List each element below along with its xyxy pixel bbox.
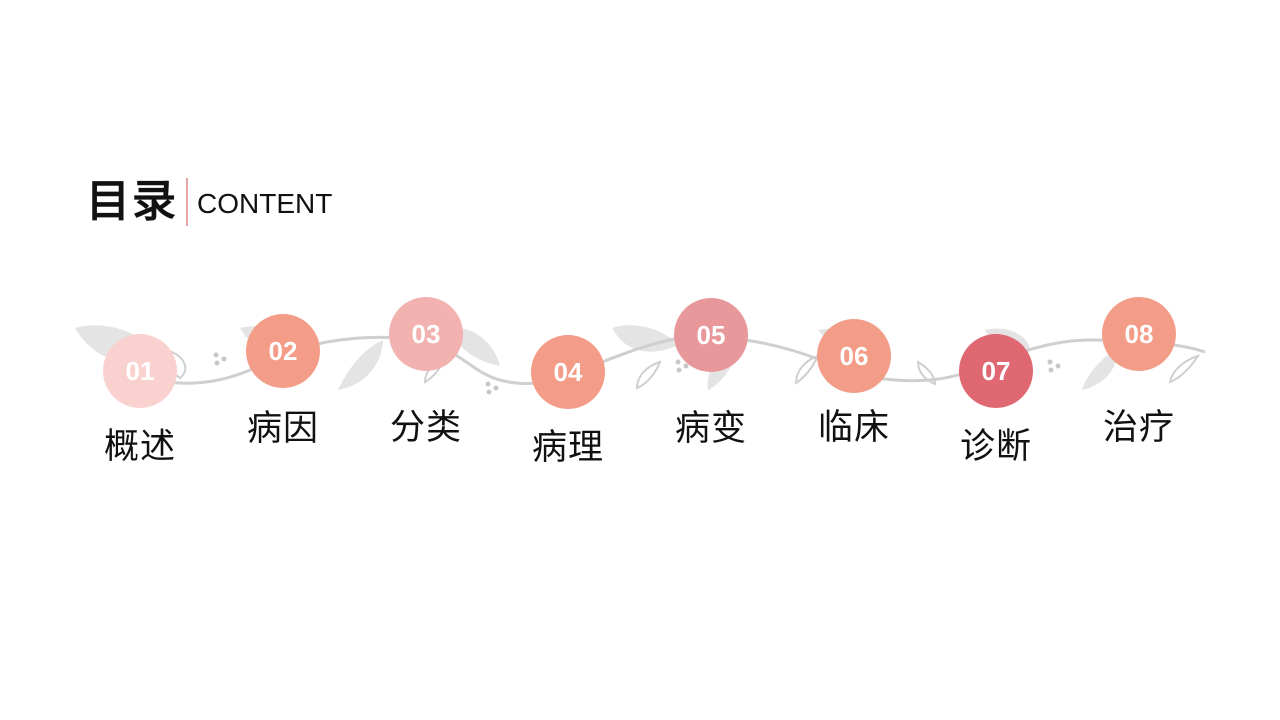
- leaf-outline-icon: [635, 360, 662, 390]
- toc-label: 治疗: [1102, 408, 1175, 448]
- toc-label: 病因: [246, 409, 319, 449]
- leaf-outline-icon: [1168, 354, 1201, 384]
- toc-label: 临床: [817, 408, 890, 448]
- title-divider: [186, 178, 188, 226]
- page-subtitle: CONTENT: [197, 188, 333, 219]
- number-badge: 07: [959, 334, 1033, 408]
- page-title: 目录: [86, 176, 178, 227]
- leaf-icon: [1082, 348, 1118, 390]
- toc-item-02[interactable]: 02 病因: [213, 314, 353, 449]
- toc-item-08[interactable]: 08 治疗: [1069, 297, 1209, 448]
- number-badge: 04: [531, 335, 605, 409]
- leaf-outline-icon: [916, 360, 937, 386]
- leaf-icon: [338, 340, 383, 390]
- toc-item-07[interactable]: 07 诊断: [926, 334, 1066, 467]
- number-badge: 06: [817, 319, 891, 393]
- toc-label: 分类: [389, 408, 462, 448]
- number-badge: 03: [389, 297, 463, 371]
- toc-item-04[interactable]: 04 病理: [498, 335, 638, 468]
- toc-label: 诊断: [959, 427, 1032, 467]
- number-badge: 05: [674, 298, 748, 372]
- toc-item-01[interactable]: 01 概述: [70, 334, 210, 467]
- number-badge: 08: [1102, 297, 1176, 371]
- leaf-icon: [612, 325, 678, 352]
- leaf-outline-icon: [794, 354, 820, 385]
- number-badge: 01: [103, 334, 177, 408]
- title-block: 目录 CONTENT: [86, 176, 332, 228]
- toc-label: 病变: [674, 409, 747, 449]
- toc-item-06[interactable]: 06 临床: [784, 319, 924, 448]
- toc-item-05[interactable]: 05 病变: [641, 298, 781, 449]
- toc-label: 概述: [103, 427, 176, 467]
- toc-label: 病理: [531, 428, 604, 468]
- number-badge: 02: [246, 314, 320, 388]
- toc-item-03[interactable]: 03 分类: [356, 297, 496, 448]
